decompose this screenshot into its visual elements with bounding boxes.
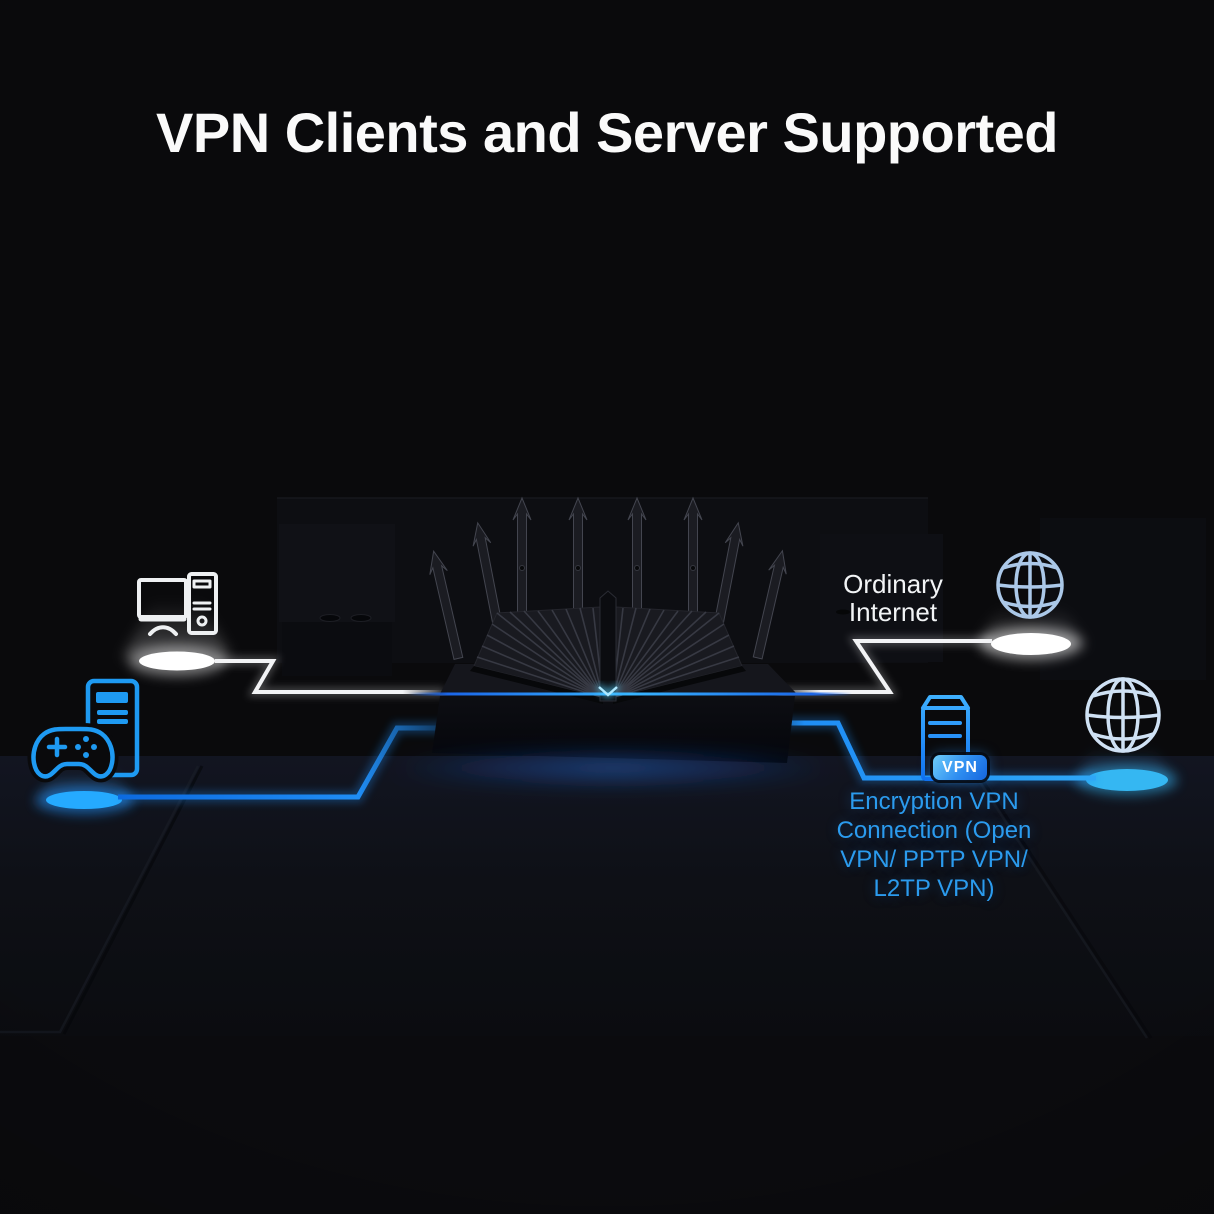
router-antennas <box>429 496 787 660</box>
white-line-left <box>215 659 444 694</box>
gamepad-dpad <box>46 736 68 758</box>
ordinary-internet-label: Ordinary Internet <box>833 570 953 626</box>
encryption-line1: Encryption VPN <box>849 788 1019 815</box>
desktop-light-cone <box>122 600 232 658</box>
white-spot-right <box>991 633 1071 655</box>
vpn-badge: VPN <box>933 755 987 780</box>
globe-ordinary-internet-icon <box>996 551 1064 619</box>
blue-line-left <box>118 725 452 800</box>
pedestal-underglow <box>388 750 838 786</box>
background-speaker-box <box>279 524 395 676</box>
ordinary-internet-line1: Ordinary <box>843 569 943 599</box>
blue-spot-left <box>46 791 122 809</box>
gamepad-buttons <box>75 736 97 758</box>
router-body <box>470 590 746 704</box>
encryption-line2: Connection (Open <box>836 817 1032 844</box>
ordinary-internet-line2: Internet <box>848 597 938 627</box>
gamepad-body <box>31 726 115 779</box>
vpn-badge-label: VPN <box>942 758 978 776</box>
encryption-line4: L2TP VPN) <box>873 875 995 902</box>
encryption-vpn-label: Encryption VPN Connection (Open VPN/ PPT… <box>828 787 1040 903</box>
router-led-v <box>598 686 618 697</box>
desktop-computer-icon <box>137 572 218 636</box>
encryption-line3: VPN/ PPTP VPN/ <box>840 846 1028 873</box>
blue-spot-right <box>1086 769 1168 791</box>
globe-vpn-internet-icon <box>1085 677 1161 753</box>
white-spot-left <box>139 651 215 671</box>
gaming-pc-gamepad-icon <box>27 678 140 783</box>
page-title: VPN Clients and Server Supported <box>156 101 1058 164</box>
wifi-router <box>388 496 852 786</box>
gamepad-mask <box>27 722 119 783</box>
